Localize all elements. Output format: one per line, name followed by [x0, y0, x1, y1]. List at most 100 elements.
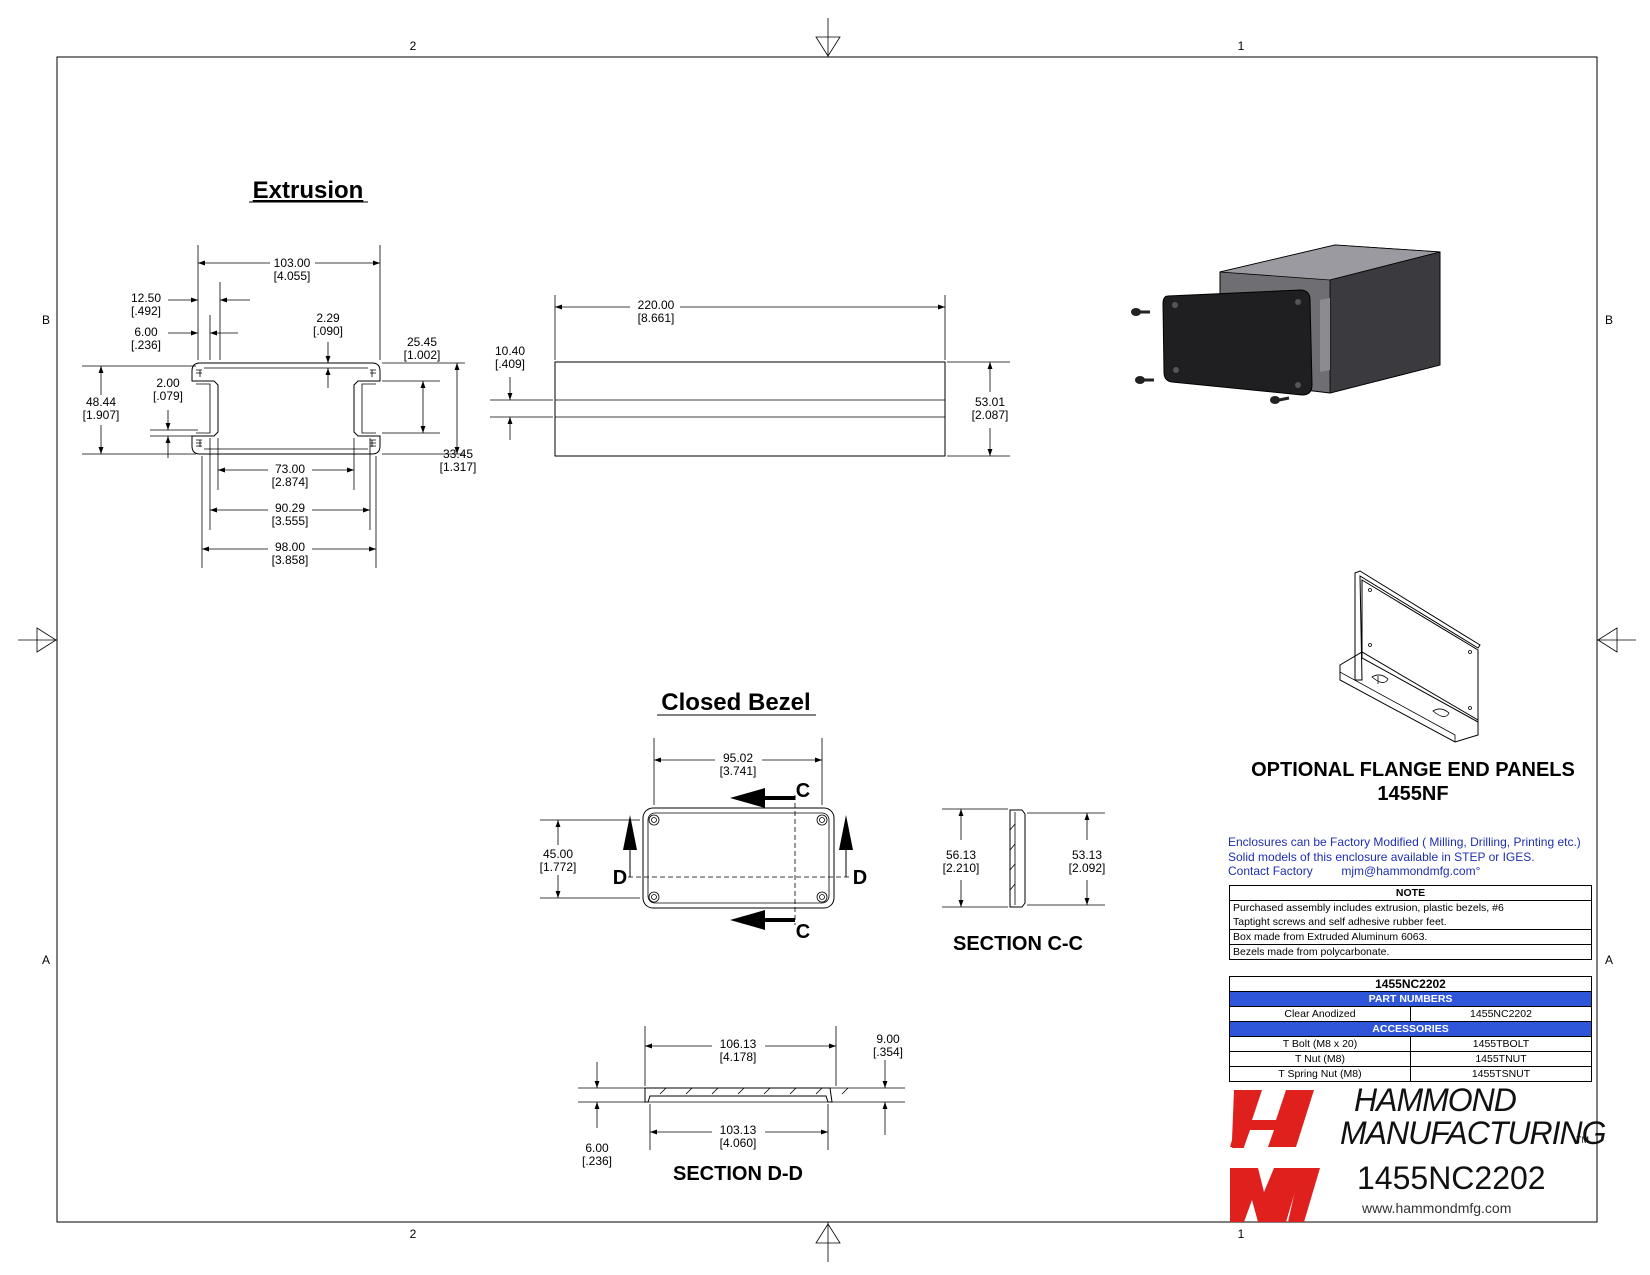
dim-dd-outer: 106.13	[720, 1037, 757, 1051]
section-letter-d-left: D	[613, 867, 627, 889]
dim-ext-height: 48.44	[86, 395, 116, 409]
bezel-front-view: C C D D 95.02 [3.741] 45.00 [1.772]	[540, 738, 867, 943]
logo-part-number: 1455NC2202	[1357, 1160, 1546, 1196]
zone-top-left: 2	[410, 39, 417, 53]
dim-bezel-width: 95.02	[723, 751, 753, 765]
dim-length-h: 53.01	[975, 395, 1005, 409]
dim-ext-base: 98.00	[275, 540, 305, 554]
dim-ext-base-in: [3.858]	[272, 553, 309, 567]
logo-url[interactable]: www.hammondmfg.com	[1362, 1200, 1512, 1216]
dim-ext-inner: 73.00	[275, 462, 305, 476]
enclosure-3d-illustration	[1131, 244, 1441, 404]
contact-label: Contact Factory	[1228, 864, 1313, 878]
accessories-header: ACCESSORIES	[1229, 1021, 1592, 1037]
dim-dd-lip-in: [.236]	[582, 1154, 612, 1168]
zone-right-lower: A	[1605, 953, 1613, 967]
logo-hammond: HAMMOND	[1354, 1082, 1517, 1118]
zone-bottom-right: 1	[1238, 1227, 1245, 1241]
dim-ext-side-h-in: [1.317]	[440, 460, 477, 474]
section-letter-c-top: C	[796, 780, 810, 802]
accessory-name: T Bolt (M8 x 20)	[1229, 1036, 1411, 1052]
dim-ext-side-h: 33.45	[443, 447, 473, 461]
hammond-logo-mark	[1230, 1090, 1320, 1222]
dim-dd-lip: 6.00	[585, 1141, 609, 1155]
dim-ext-slot-inner-in: [.236]	[131, 338, 161, 352]
factory-info: Enclosures can be Factory Modified ( Mil…	[1228, 835, 1648, 879]
extrusion-profile	[191, 362, 381, 455]
dim-length-in: [8.661]	[638, 311, 675, 325]
notes-table: NOTE Purchased assembly includes extrusi…	[1229, 885, 1592, 960]
flange-part: 1455NF	[1377, 783, 1449, 805]
extrusion-dims: 103.00 [4.055] 12.50 [.492] 6.00 [.236] …	[82, 245, 476, 568]
section-dd-label: SECTION D-D	[673, 1163, 803, 1185]
dim-bezel-height: 45.00	[543, 847, 573, 861]
dim-cc-inner-in: [2.092]	[1069, 861, 1106, 875]
dim-dd-outer-in: [4.178]	[720, 1050, 757, 1064]
dim-ext-inner2: 90.29	[275, 501, 305, 515]
note-4: Bezels made from polycarbonate.	[1229, 944, 1592, 960]
dim-length: 220.00	[638, 298, 675, 312]
dim-length-slot: 10.40	[495, 344, 525, 358]
accessory-part-number: 1455TBOLT	[1410, 1036, 1592, 1052]
dim-dd-inner-in: [4.060]	[720, 1136, 757, 1150]
accessory-part-number: 1455TSNUT	[1410, 1066, 1592, 1082]
zone-right-upper: B	[1605, 313, 1613, 327]
dim-ext-inner-in: [2.874]	[272, 475, 309, 489]
dim-cc-inner: 53.13	[1072, 848, 1102, 862]
dim-ext-width: 103.00	[274, 256, 311, 270]
dim-ext-inner2-in: [3.555]	[272, 514, 309, 528]
dim-ext-slot-inner: 6.00	[134, 325, 158, 339]
notes-header: NOTE	[1229, 885, 1592, 901]
extrusion-title: Extrusion	[253, 177, 364, 204]
finish-name: Clear Anodized	[1229, 1006, 1411, 1022]
dim-cc-outer-in: [2.210]	[943, 861, 980, 875]
section-cc-view: 56.13 [2.210] 53.13 [2.092] SECTION C-C	[942, 808, 1106, 955]
dim-length-h-in: [2.087]	[972, 408, 1009, 422]
dim-ext-height-in: [1.907]	[83, 408, 120, 422]
section-cc-label: SECTION C-C	[953, 933, 1083, 955]
info-line-1: Enclosures can be Factory Modified ( Mil…	[1228, 835, 1581, 849]
finish-part-number: 1455NC2202	[1410, 1006, 1592, 1022]
parts-table: 1455NC2202 PART NUMBERS Clear Anodized 1…	[1229, 976, 1592, 1082]
flange-panel-illustration	[1339, 570, 1481, 743]
part-numbers-header: PART NUMBERS	[1229, 991, 1592, 1007]
contact-email[interactable]: mjm@hammondmfg.com°	[1341, 864, 1481, 878]
dim-bezel-width-in: [3.741]	[720, 764, 757, 778]
note-3: Box made from Extruded Aluminum 6063.	[1229, 929, 1592, 945]
dim-ext-wall: 2.29	[316, 311, 340, 325]
accessory-part-number: 1455TNUT	[1410, 1051, 1592, 1067]
logo-tm: TM	[1576, 1135, 1589, 1145]
zone-left-upper: B	[42, 313, 50, 327]
info-contact: Contact Factory mjm@hammondmfg.com°	[1228, 864, 1648, 879]
flange-title-block: OPTIONAL FLANGE END PANELS 1455NF	[1218, 758, 1608, 806]
logo-manufacturing: MANUFACTURING	[1340, 1115, 1606, 1151]
info-line-2: Solid models of this enclosure available…	[1228, 849, 1535, 864]
accessory-name: T Nut (M8)	[1229, 1051, 1411, 1067]
zone-top-right: 1	[1238, 39, 1245, 53]
dim-ext-slot: 12.50	[131, 291, 161, 305]
dim-dd-inner: 103.13	[720, 1123, 757, 1137]
dim-ext-lip-in: [.079]	[153, 389, 183, 403]
section-letter-c-bottom: C	[796, 921, 810, 943]
dim-dd-depth: 9.00	[876, 1032, 900, 1046]
closed-bezel-title: Closed Bezel	[661, 689, 810, 716]
dim-ext-width-in: [4.055]	[274, 269, 311, 283]
section-dd-view: 106.13 [4.178] 103.13 [4.060] 9.00 [.354…	[578, 1026, 905, 1185]
dim-ext-wall-in: [.090]	[313, 324, 343, 338]
dim-ext-side: 25.45	[407, 335, 437, 349]
dim-ext-side-in: [1.002]	[404, 348, 441, 362]
dim-ext-lip: 2.00	[156, 376, 180, 390]
dim-dd-depth-in: [.354]	[873, 1045, 903, 1059]
sheet-border	[56, 56, 1598, 1223]
zone-left-lower: A	[42, 953, 50, 967]
note-2: Taptight screws and self adhesive rubber…	[1229, 915, 1592, 930]
section-letter-d-right: D	[853, 867, 867, 889]
dim-length-slot-in: [.409]	[495, 357, 525, 371]
dim-bezel-height-in: [1.772]	[540, 860, 577, 874]
centering-marks	[18, 18, 1636, 1262]
dim-ext-slot-in: [.492]	[131, 304, 161, 318]
accessory-name: T Spring Nut (M8)	[1229, 1066, 1411, 1082]
dim-cc-outer: 56.13	[946, 848, 976, 862]
zone-bottom-left: 2	[410, 1227, 417, 1241]
